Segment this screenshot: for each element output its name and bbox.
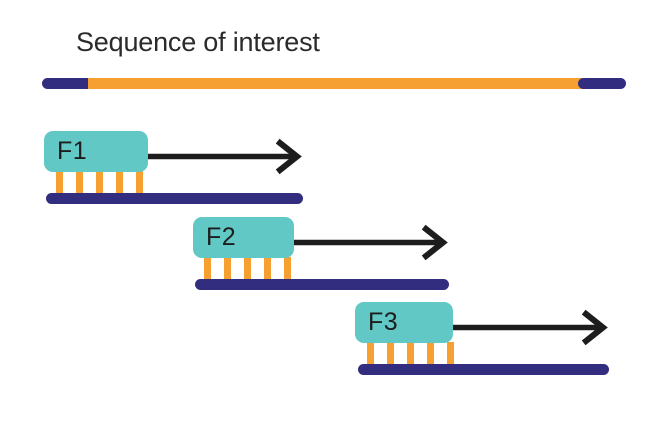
tooth [284, 257, 291, 283]
tooth [116, 171, 123, 197]
tooth [447, 342, 454, 368]
primer-teeth-f3 [367, 342, 454, 368]
tooth [387, 342, 394, 368]
tooth [407, 342, 414, 368]
tooth [204, 257, 211, 283]
extension-arrow-f2 [292, 224, 448, 261]
primer-box-f1[interactable]: F1 [44, 131, 148, 172]
primer-box-f3[interactable]: F3 [355, 302, 453, 343]
top-sequence-right-flank [578, 78, 626, 89]
tooth [244, 257, 251, 283]
tooth [224, 257, 231, 283]
page-title: Sequence of interest [76, 27, 320, 57]
extension-arrow-f1 [146, 138, 302, 175]
primer-label-f1: F1 [57, 137, 88, 165]
extension-arrow-f3 [452, 309, 608, 346]
primer-teeth-f1 [56, 171, 143, 197]
template-bar-f1 [46, 193, 303, 204]
tooth [427, 342, 434, 368]
tooth [96, 171, 103, 197]
tooth [264, 257, 271, 283]
primer-box-f2[interactable]: F2 [193, 217, 294, 258]
primer-label-f3: F3 [368, 308, 399, 336]
top-sequence-target-region [88, 78, 588, 89]
primer-label-f2: F2 [206, 223, 237, 251]
tooth [56, 171, 63, 197]
tooth [136, 171, 143, 197]
top-sequence-left-flank [42, 78, 94, 89]
tooth [367, 342, 374, 368]
template-bar-f3 [358, 364, 609, 375]
template-bar-f2 [195, 279, 449, 290]
primer-teeth-f2 [204, 257, 291, 283]
tooth [76, 171, 83, 197]
